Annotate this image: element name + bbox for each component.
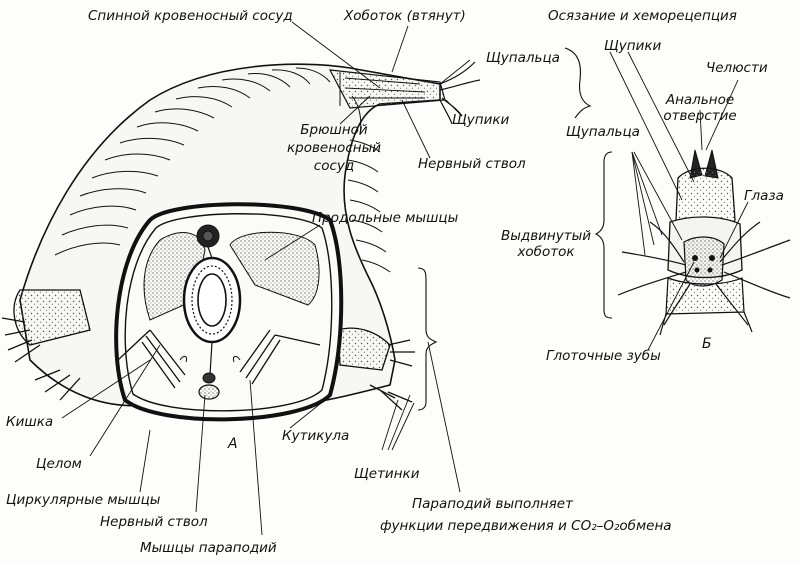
left-parapodium <box>1 289 91 401</box>
label-tentacles-b: Щупальца <box>566 124 640 140</box>
label-anal-opening-1: Анальное <box>665 92 735 108</box>
leader-lines <box>61 21 749 536</box>
everted-proboscis-bracket <box>594 151 613 319</box>
label-ventral-vessel-3: сосуд <box>313 158 355 174</box>
label-nerve-cord-top: Нервный ствол <box>418 156 526 172</box>
label-parapodium-line2: функции передвижения и CO₂–O₂обмена <box>380 518 672 534</box>
label-everted-proboscis-2: хоботок <box>517 244 575 260</box>
sensory-bracket <box>564 47 592 119</box>
label-jaws: Челюсти <box>706 60 768 76</box>
body-segments <box>54 67 391 273</box>
label-parapodium-line1: Параподий выполняет <box>412 496 573 512</box>
label-coelom: Целом <box>36 456 82 472</box>
label-proboscis-retracted: Хоботок (втянут) <box>344 8 466 24</box>
label-longitudinal-muscles: Продольные мышцы <box>312 210 459 226</box>
label-parapodial-muscles: Мышцы параподий <box>140 540 277 556</box>
label-cuticle: Кутикула <box>282 428 350 444</box>
label-chaetae: Щетинки <box>354 466 420 482</box>
label-anal-opening-2: отверстие <box>663 108 737 124</box>
label-eyes: Глаза <box>744 188 784 204</box>
label-everted-proboscis-1: Выдвинутый <box>500 228 592 244</box>
label-palps-b: Щупики <box>604 38 662 54</box>
label-intestine: Кишка <box>6 414 54 430</box>
head-appendages <box>617 221 791 326</box>
parapodium-bracket <box>417 267 438 411</box>
label-ventral-vessel-1: Брюшной <box>300 122 368 138</box>
label-nerve-cord-bottom: Нервный ствол <box>100 514 208 530</box>
right-parapodium <box>337 327 415 411</box>
label-pharyngeal-teeth: Глоточные зубы <box>546 348 661 364</box>
panel-marker-a: А <box>228 436 238 452</box>
parapodial-muscle-bundles <box>117 329 321 389</box>
label-palps-top: Щупики <box>452 112 510 128</box>
label-touch-chemoreception: Осязание и хеморецепция <box>548 8 737 24</box>
label-circular-muscles: Циркулярные мышцы <box>6 492 161 508</box>
panel-marker-b: Б <box>702 336 712 352</box>
label-ventral-vessel-2: кровеносный <box>286 140 381 156</box>
cross-section <box>114 202 344 422</box>
label-dorsal-vessel: Спинной кровеносный сосуд <box>88 8 293 24</box>
label-tentacles-top: Щупальца <box>486 50 560 66</box>
everted-head <box>617 149 791 336</box>
